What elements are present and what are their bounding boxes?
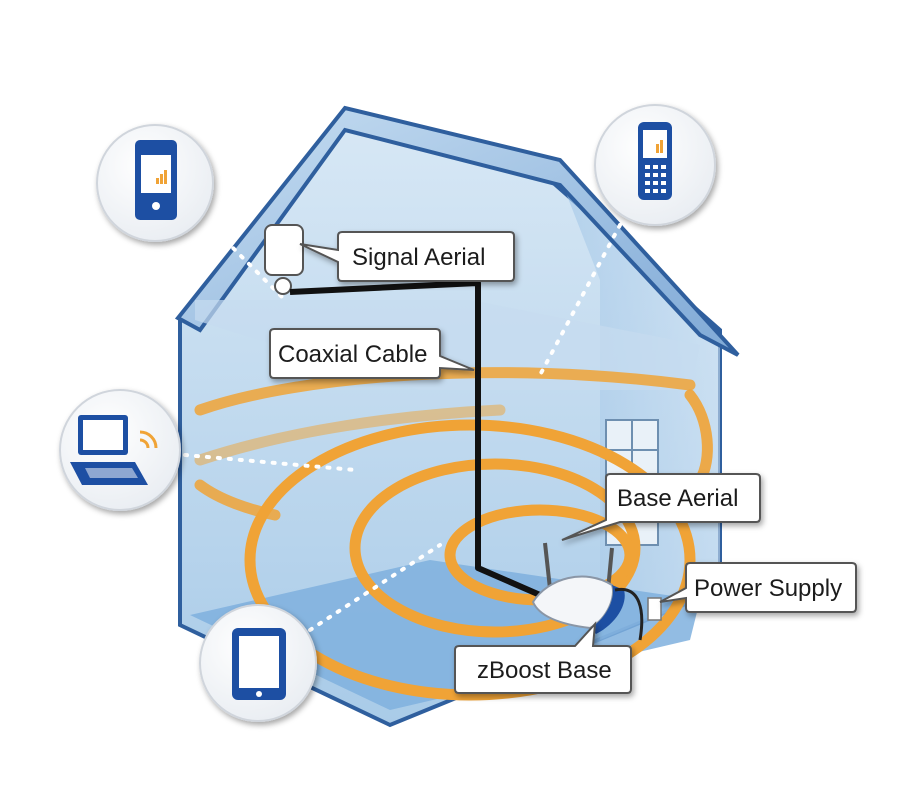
tablet-icon [232,628,286,700]
label-power-supply: Power Supply [694,575,842,602]
callout-power-supply: Power Supply [659,562,857,613]
label-signal-aerial: Signal Aerial [352,244,485,271]
callout-coaxial-cable: Coaxial Cable [269,328,475,379]
callout-signal-aerial: Signal Aerial [299,231,515,282]
feature-phone-icon [638,122,672,200]
device-tablet [199,604,317,722]
power-outlet [647,597,662,621]
signal-path-feature-phone [538,223,622,377]
zboost-base-unit [531,542,662,641]
power-cable [614,587,644,641]
device-feature-phone [594,104,716,226]
label-zboost-base: zBoost Base [477,657,612,684]
callout-zboost-base: zBoost Base [454,621,632,694]
laptop-icon [70,415,148,485]
smartphone-icon [135,140,177,220]
label-coaxial-cable: Coaxial Cable [278,341,427,368]
callout-base-aerial: Base Aerial [561,473,761,541]
upper-signal-ring-2 [194,404,506,466]
signal-paths [183,223,622,632]
device-smartphone [96,124,214,242]
upper-floor [195,300,700,390]
signal-aerial [264,224,304,295]
signal-path-tablet [308,543,442,632]
wifi-icon [139,430,158,449]
signal-ring-outer [244,419,696,701]
signal-path-laptop [183,453,357,472]
coaxial-cable-line [289,280,542,598]
device-laptop [59,389,181,511]
label-base-aerial: Base Aerial [617,485,738,512]
signal-path-smartphone [208,223,287,302]
signal-ring-middle [349,458,641,638]
outer-wave-left [194,479,281,521]
